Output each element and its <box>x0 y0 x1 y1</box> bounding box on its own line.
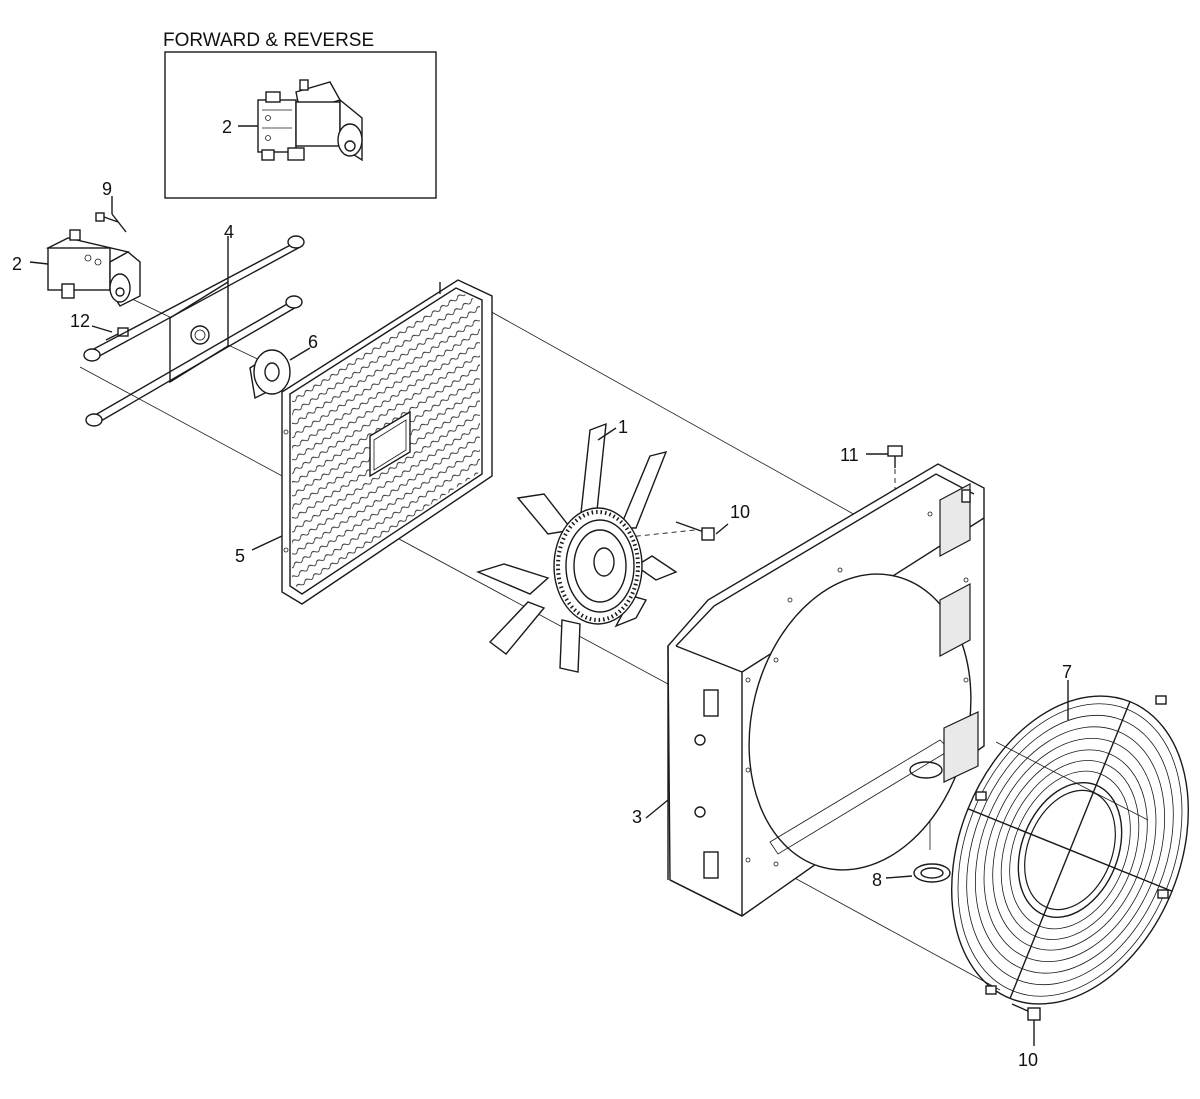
grommet <box>885 863 951 883</box>
leaders <box>29 261 669 819</box>
callout-9: 9 <box>102 179 112 199</box>
callout-8: 8 <box>872 870 882 890</box>
inset-motor <box>257 79 363 162</box>
callout-10-fan: 10 <box>730 502 750 522</box>
callout-12: 12 <box>70 311 90 331</box>
callout-4: 4 <box>224 222 234 242</box>
callout-6: 6 <box>308 332 318 352</box>
callout-2: 2 <box>12 254 22 274</box>
callout-11: 11 <box>840 445 859 465</box>
bolt-12 <box>91 325 129 341</box>
fan-guard <box>951 680 1189 1005</box>
hub <box>249 347 311 400</box>
callout-10-guard: 10 <box>1018 1050 1038 1070</box>
bolt-10-fan <box>675 521 729 541</box>
shroud <box>667 463 985 917</box>
callout-5: 5 <box>235 546 245 566</box>
bolt-11 <box>866 445 903 468</box>
callout-1: 1 <box>618 417 628 437</box>
fan <box>475 422 678 673</box>
inset-callout: 2 <box>222 117 232 137</box>
mount-bracket <box>83 235 305 427</box>
motor-assembly <box>45 229 141 307</box>
callout-3: 3 <box>632 807 642 827</box>
bolt-10-guard <box>1011 1003 1041 1046</box>
screen-panel <box>281 279 493 605</box>
bolt-9 <box>95 196 127 233</box>
inset-title: FORWARD & REVERSE <box>163 30 374 51</box>
callout-labels: 1 2 3 4 5 6 7 8 9 10 10 11 12 <box>12 179 1072 1070</box>
inset-box: FORWARD & REVERSE 2 <box>163 30 437 199</box>
callout-7: 7 <box>1062 662 1072 682</box>
